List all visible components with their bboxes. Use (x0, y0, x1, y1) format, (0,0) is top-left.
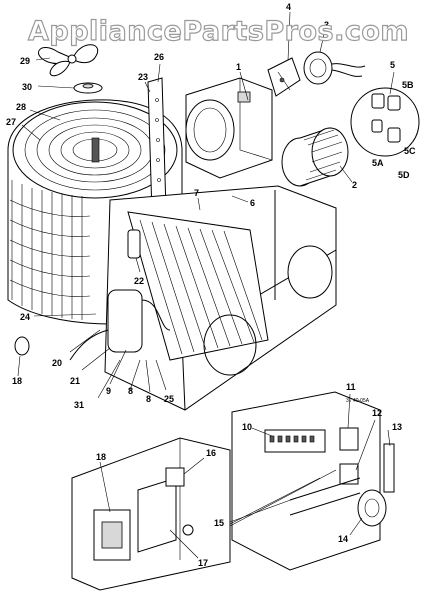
callout-15: 15 (214, 518, 224, 528)
callout-28: 28 (16, 102, 26, 112)
capacitor (127, 229, 141, 259)
callout-24: 24 (20, 312, 30, 322)
callout-25: 25 (164, 394, 174, 404)
callout-labels: 1 2 3 4 5 5A 5B 5C 5D 6 7 8 8 9 10 11 12… (6, 2, 416, 568)
callout-31: 31 (74, 400, 84, 410)
motor-mount (267, 57, 301, 97)
callout-17: 17 (198, 558, 208, 568)
callout-5: 5 (390, 60, 395, 70)
fan-hub (73, 82, 103, 94)
callout-3: 3 (324, 20, 329, 30)
callout-18b: 18 (12, 376, 22, 386)
callout-14: 14 (338, 534, 348, 544)
callout-18: 18 (96, 452, 106, 462)
callout-16: 16 (206, 448, 216, 458)
callout-23: 23 (138, 72, 148, 82)
callout-5c: 5C (404, 146, 416, 156)
loose-part (14, 336, 30, 356)
callout-27: 27 (6, 117, 16, 127)
callout-10: 10 (242, 422, 252, 432)
callout-29: 29 (20, 56, 30, 66)
blower-wheel (281, 127, 349, 187)
callout-5a: 5A (372, 158, 384, 168)
callout-7: 7 (194, 188, 199, 198)
callout-30: 30 (22, 82, 32, 92)
control-panel (71, 437, 231, 591)
blower-motor (303, 51, 366, 85)
knob-inset (350, 87, 420, 157)
callout-2: 2 (352, 180, 357, 190)
callout-22: 22 (134, 276, 144, 286)
callout-9: 9 (106, 386, 111, 396)
callout-12: 12 (372, 408, 382, 418)
control-tray (231, 391, 381, 571)
callout-8b: 8 (146, 394, 151, 404)
callout-4: 4 (286, 2, 291, 12)
callout-5d: 5D (398, 170, 410, 180)
callout-26: 26 (154, 52, 164, 62)
watermark: AppliancePartsPros.com (28, 16, 409, 47)
callout-13: 13 (392, 422, 402, 432)
callout-5b: 5B (402, 80, 414, 90)
fan-blade (38, 44, 99, 77)
callout-1: 1 (236, 62, 241, 72)
callout-11: 11 (346, 382, 356, 392)
callout-21: 21 (70, 376, 80, 386)
blower-housing (185, 77, 273, 179)
callout-8: 8 (128, 386, 133, 396)
thermostat-control (357, 443, 395, 527)
callout-20: 20 (52, 358, 62, 368)
leader-lines (17, 11, 395, 559)
callout-6: 6 (250, 198, 255, 208)
part-code-label: 3 / 40-05A (346, 398, 370, 404)
